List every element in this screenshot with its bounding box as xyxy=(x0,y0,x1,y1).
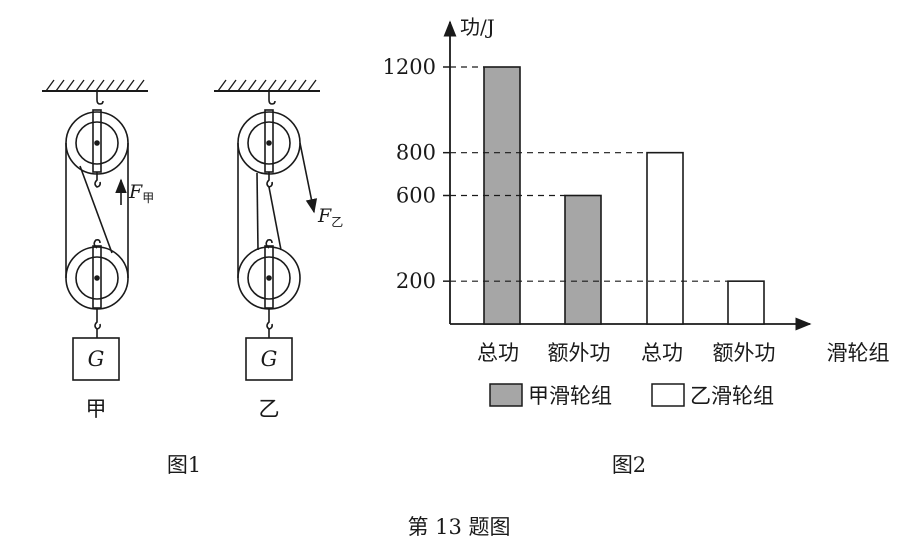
y-tick-label: 200 xyxy=(396,269,436,293)
bar xyxy=(646,151,684,325)
load-label-a: G xyxy=(88,347,105,371)
load-block-b xyxy=(245,337,293,381)
category-label: 额外功 xyxy=(548,341,611,365)
category-label: 总功 xyxy=(477,341,519,365)
force-label-a: F甲 xyxy=(128,181,154,205)
movable-pulley-b xyxy=(237,239,301,310)
y-tick-label: 600 xyxy=(396,184,436,208)
bar xyxy=(727,280,765,325)
y-axis-label: 功/J xyxy=(460,15,495,39)
category-label: 额外功 xyxy=(713,341,776,365)
pulley-a-label: 甲 xyxy=(86,397,107,421)
force-label-b: F乙 xyxy=(317,205,343,229)
pulley-system-b xyxy=(214,79,320,381)
legend-label: 甲滑轮组 xyxy=(528,384,612,408)
load-label-b: G xyxy=(261,347,278,371)
legend-swatch xyxy=(489,383,523,407)
figure2-caption: 图2 xyxy=(612,453,646,477)
legend-swatch xyxy=(651,383,685,407)
ceiling-hatch-a xyxy=(45,79,145,92)
movable-pulley-a xyxy=(65,239,129,310)
pulley-system-a xyxy=(42,79,148,381)
pulley-b-label: 乙 xyxy=(259,397,280,421)
ceiling-hatch-b xyxy=(217,79,317,92)
x-axis-label: 滑轮组 xyxy=(827,341,890,365)
bar xyxy=(564,194,602,325)
y-tick-label: 800 xyxy=(396,141,436,165)
load-block-a xyxy=(72,337,120,381)
bar xyxy=(483,66,521,325)
fixed-pulley-b xyxy=(237,109,301,175)
fixed-pulley-a xyxy=(65,109,129,175)
category-label: 总功 xyxy=(641,341,683,365)
y-tick-label: 1200 xyxy=(383,55,436,79)
legend-label: 乙滑轮组 xyxy=(690,384,774,408)
figure1-caption: 图1 xyxy=(167,453,201,477)
overall-figure-caption: 第 13 题图 xyxy=(407,515,510,539)
